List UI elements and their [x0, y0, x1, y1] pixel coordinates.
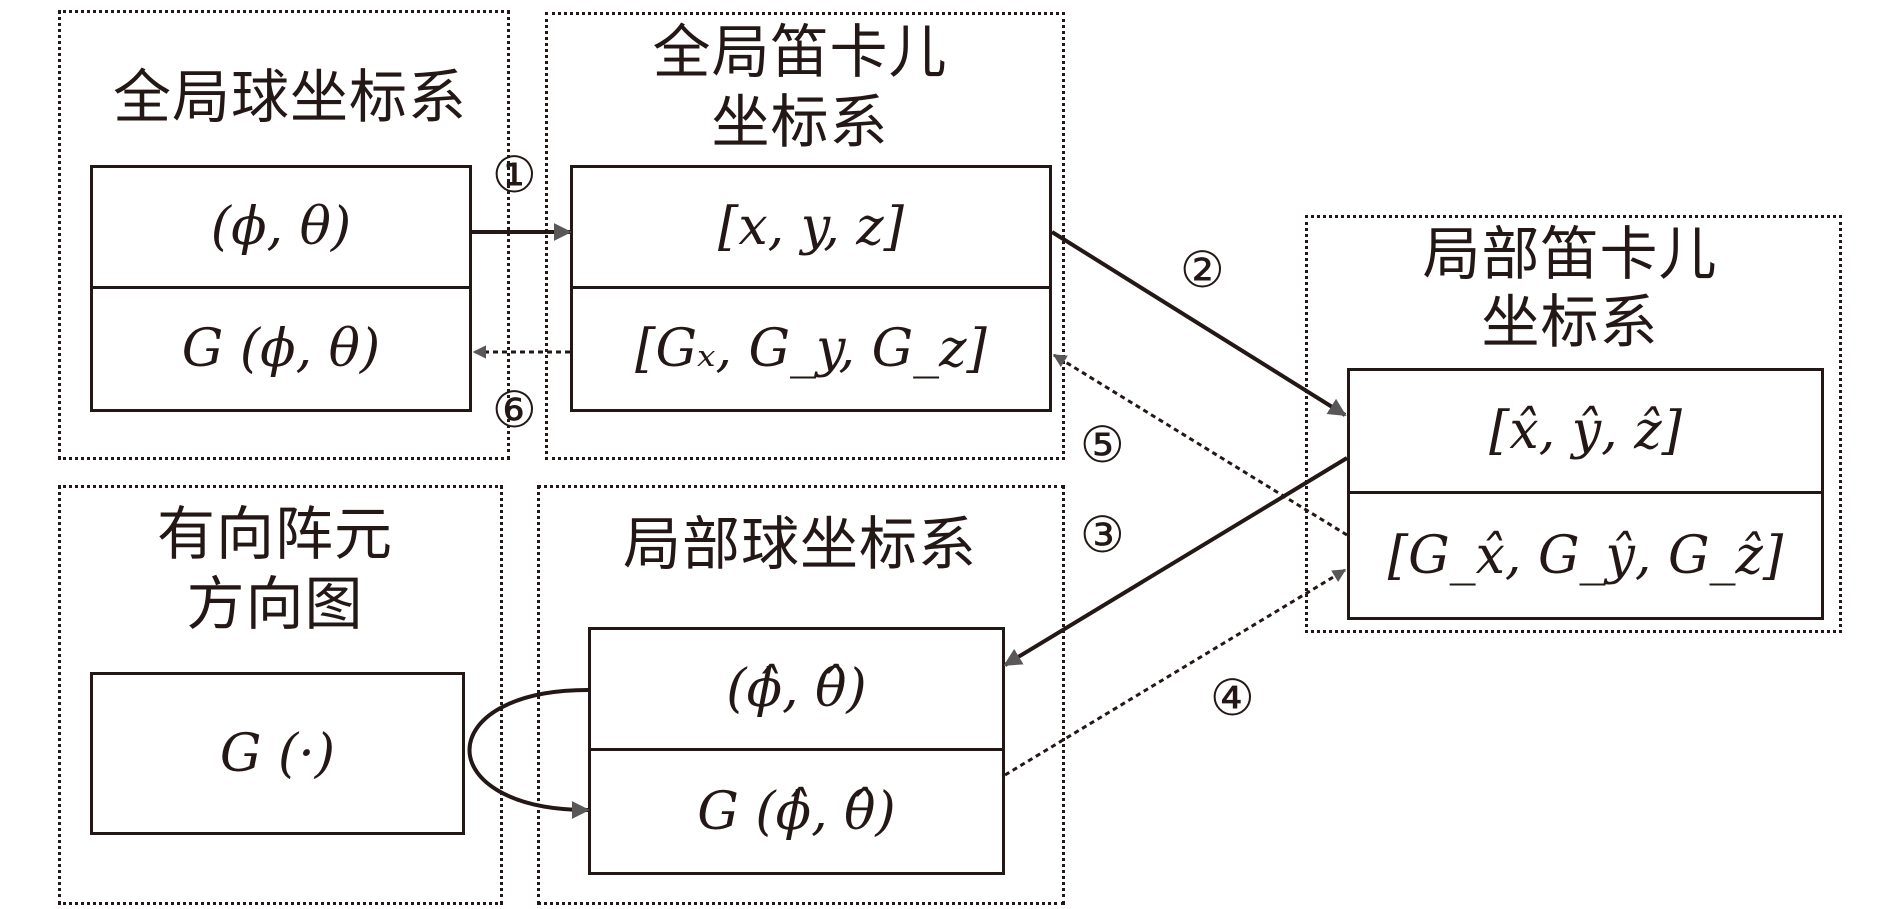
step-label-3: ③ [1080, 506, 1125, 564]
local-spherical-box: (ϕ̂, θ̂) G (ϕ̂, θ̂) [588, 627, 1005, 875]
global-cartesian-title-line1: 全局笛卡儿 [652, 18, 948, 86]
arrow-step-5 [1052, 353, 1348, 537]
step-label-5: ⑤ [1080, 416, 1125, 474]
local-spherical-angles: (ϕ̂, θ̂) [591, 630, 1002, 751]
element-pattern-box: G (·) [90, 672, 465, 835]
step-label-2: ② [1180, 241, 1225, 299]
global-spherical-group [58, 10, 510, 460]
local-cartesian-coords: [x̂, ŷ, ẑ] [1350, 371, 1821, 494]
local-cartesian-box: [x̂, ŷ, ẑ] [G_x̂, G_ŷ, G_ẑ] [1347, 368, 1824, 620]
arrow-step-4 [1004, 568, 1347, 777]
global-spherical-box: (ϕ, θ) G (ϕ, θ) [90, 165, 472, 412]
local-cartesian-title-line1: 局部笛卡儿 [1422, 220, 1718, 288]
element-pattern-group [58, 485, 503, 905]
local-cartesian-pattern: [G_x̂, G_ŷ, G_ẑ] [1387, 525, 1784, 586]
global-cartesian-pattern: [Gₓ, G_y, G_z] [635, 318, 987, 379]
global-cartesian-group [545, 12, 1065, 460]
element-pattern-title-line2: 方向图 [186, 570, 364, 638]
global-spherical-angles: (ϕ, θ) [93, 168, 469, 289]
step-label-1: ① [492, 146, 537, 204]
global-cartesian-box: [x, y, z] [Gₓ, G_y, G_z] [570, 165, 1052, 412]
arrow-element-to-local [467, 688, 590, 819]
arrow-step-2 [1050, 230, 1347, 417]
global-cartesian-coords: [x, y, z] [573, 168, 1049, 289]
local-spherical-pattern: G (ϕ̂, θ̂) [697, 781, 896, 842]
local-spherical-title: 局部球坐标系 [622, 510, 977, 578]
element-pattern-title-line1: 有向阵元 [156, 500, 393, 568]
arrow-step-3 [1003, 456, 1349, 667]
local-cartesian-group [1305, 215, 1842, 633]
global-spherical-title: 全局球坐标系 [112, 63, 467, 131]
element-pattern-func: G (·) [219, 723, 336, 784]
global-spherical-pattern: G (ϕ, θ) [181, 318, 381, 379]
global-cartesian-title-line2: 坐标系 [711, 88, 889, 156]
local-cartesian-title-line2: 坐标系 [1481, 288, 1659, 356]
step-label-4: ④ [1210, 669, 1255, 727]
step-label-6: ⑥ [492, 381, 537, 439]
